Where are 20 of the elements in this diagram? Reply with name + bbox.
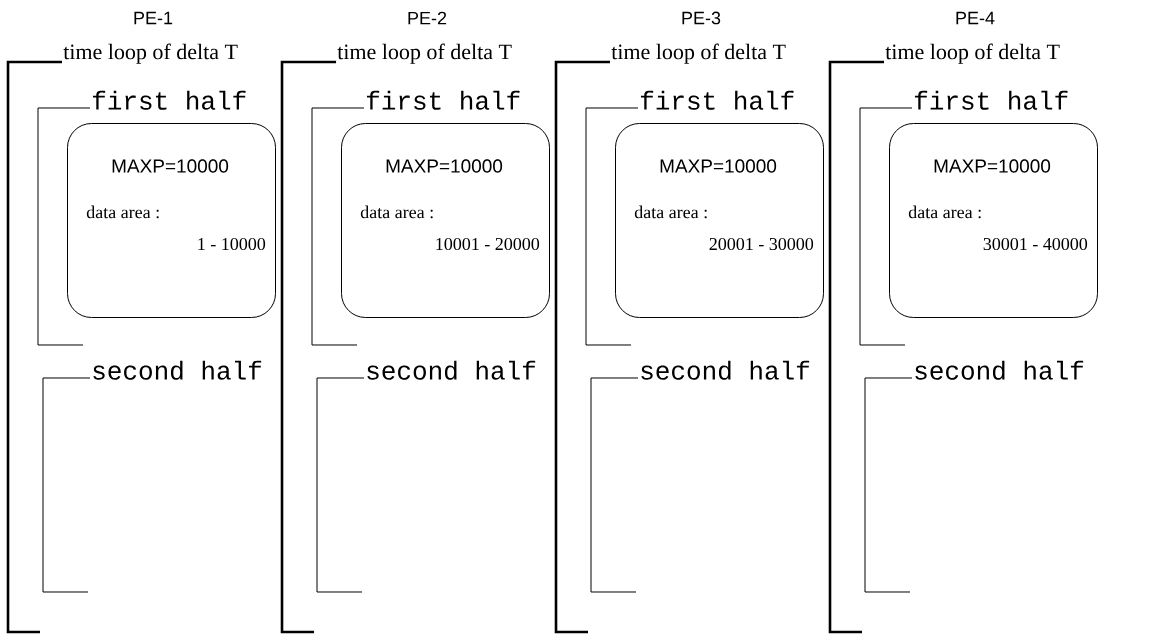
rounded-box: MAXP=10000 data area : 30001 - 40000 (889, 123, 1098, 318)
bracket-label: first half (366, 90, 520, 110)
pe-label: PE-2 (408, 11, 447, 25)
pe-label: PE-3 (682, 11, 721, 25)
bracket-label: second half (641, 360, 810, 380)
rounded-box: MAXP=10000 data area : 10001 - 20000 (341, 123, 550, 318)
bracket-label: time loop of delta T (611, 43, 786, 64)
bracket-label: first half (914, 90, 1068, 110)
pe-label: PE-4 (956, 11, 995, 25)
bracket-label: second half (367, 360, 536, 380)
pe-label: PE-1 (134, 11, 173, 25)
rounded-box: MAXP=10000 data area : 20001 - 30000 (615, 123, 824, 318)
bracket-label: first half (640, 90, 794, 110)
bracket-label: second half (93, 360, 262, 380)
bracket-label: time loop of delta T (885, 43, 1060, 64)
bracket-label: first half (92, 90, 246, 110)
bracket-label: time loop of delta T (337, 43, 512, 64)
bracket-label: time loop of delta T (63, 43, 238, 64)
rounded-box: MAXP=10000 data area : 1 - 10000 (67, 123, 276, 318)
bracket-label: second half (915, 360, 1084, 380)
